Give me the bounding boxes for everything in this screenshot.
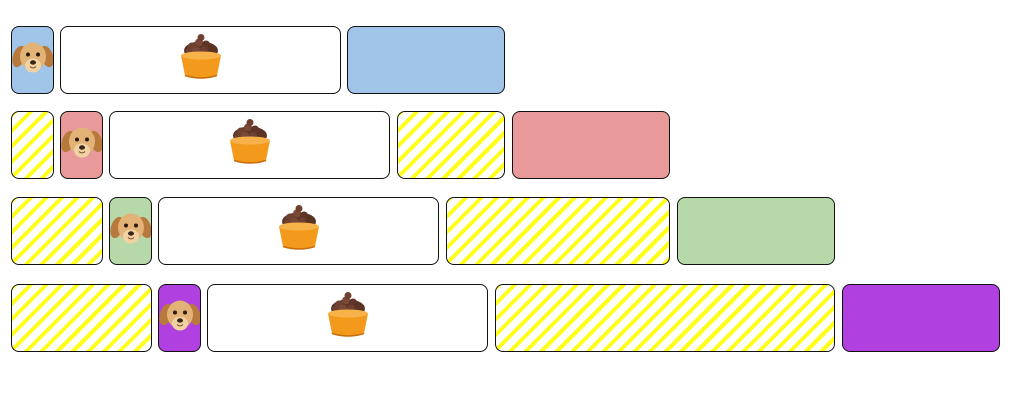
dog-icon (12, 35, 53, 86)
food-tile[interactable] (60, 26, 341, 94)
obstacle-tile (11, 111, 54, 179)
dog-tile[interactable] (11, 26, 54, 94)
dog-food-bowl-icon (172, 29, 230, 92)
obstacle-tile (11, 197, 103, 265)
goal-tile[interactable] (512, 111, 670, 179)
obstacle-tile (11, 284, 152, 352)
dog-icon (110, 206, 151, 257)
goal-tile[interactable] (347, 26, 505, 94)
obstacle-tile (397, 111, 505, 179)
dog-tile[interactable] (60, 111, 103, 179)
goal-tile[interactable] (677, 197, 835, 265)
obstacle-tile (495, 284, 835, 352)
obstacle-tile (446, 197, 670, 265)
dog-tile[interactable] (158, 284, 201, 352)
goal-tile[interactable] (842, 284, 1000, 352)
food-tile[interactable] (109, 111, 390, 179)
dog-tile[interactable] (109, 197, 152, 265)
dog-icon (159, 293, 200, 344)
dog-food-bowl-icon (270, 200, 328, 263)
dog-food-bowl-icon (319, 287, 377, 350)
food-tile[interactable] (207, 284, 488, 352)
dog-icon (61, 120, 102, 171)
food-tile[interactable] (158, 197, 439, 265)
dog-food-bowl-icon (221, 114, 279, 177)
